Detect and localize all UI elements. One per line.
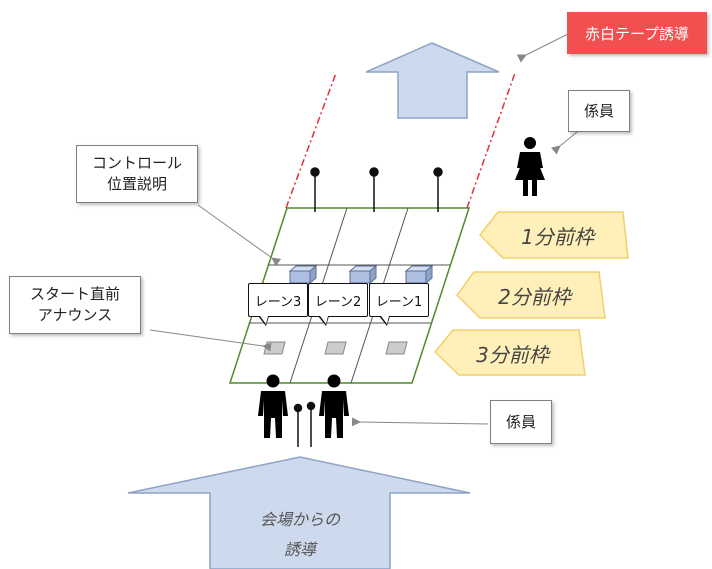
staff-bottom-label: 係員 (490, 400, 552, 444)
frame-1min (479, 211, 629, 259)
control-line2: 位置説明 (106, 175, 167, 193)
tape-guide-text: 赤白テープ誘導 (584, 24, 690, 43)
entry-arrow (127, 456, 471, 569)
connector-control (197, 204, 282, 267)
venue-line2: 誘導 (283, 540, 316, 559)
pin-marker-icon (310, 167, 443, 212)
control-box-icon (288, 264, 434, 285)
staff-top-text: 係員 (583, 101, 614, 120)
lane-2-callout: レーン2 (308, 283, 368, 326)
staff-bottom-text: 係員 (505, 412, 536, 431)
frame-3min (433, 329, 586, 376)
start-announce-label: スタート直前 アナウンス (9, 276, 141, 334)
frame-2min (456, 271, 606, 319)
control-position-label: コントロール 位置説明 (76, 145, 198, 203)
person-male-icon (258, 374, 349, 438)
staff-top-label: 係員 (568, 90, 630, 132)
connector-tape (516, 32, 571, 63)
connector-announce (149, 329, 272, 352)
pole-marker-icon (293, 401, 316, 447)
venue-line1: 会場からの (259, 510, 340, 529)
tape-guide-label: 赤白テープ誘導 (567, 12, 707, 54)
connector-staff-bottom (351, 417, 489, 427)
announce-line1: スタート直前 (29, 285, 120, 303)
lane-2-text: レーン2 (314, 294, 362, 310)
lane-3-text: レーン3 (254, 294, 302, 310)
control-line1: コントロール (91, 154, 182, 172)
lane-1-callout: レーン1 (369, 283, 429, 326)
lane-3-callout: レーン3 (248, 283, 308, 326)
tape-line-right (466, 72, 516, 209)
venue-guide-label: 会場からの 誘導 (225, 505, 375, 565)
person-female-icon (515, 137, 545, 196)
announce-line2: アナウンス (37, 306, 113, 324)
tape-line-left (285, 72, 337, 209)
exit-arrow (365, 42, 500, 119)
lane-1-text: レーン1 (375, 294, 423, 310)
